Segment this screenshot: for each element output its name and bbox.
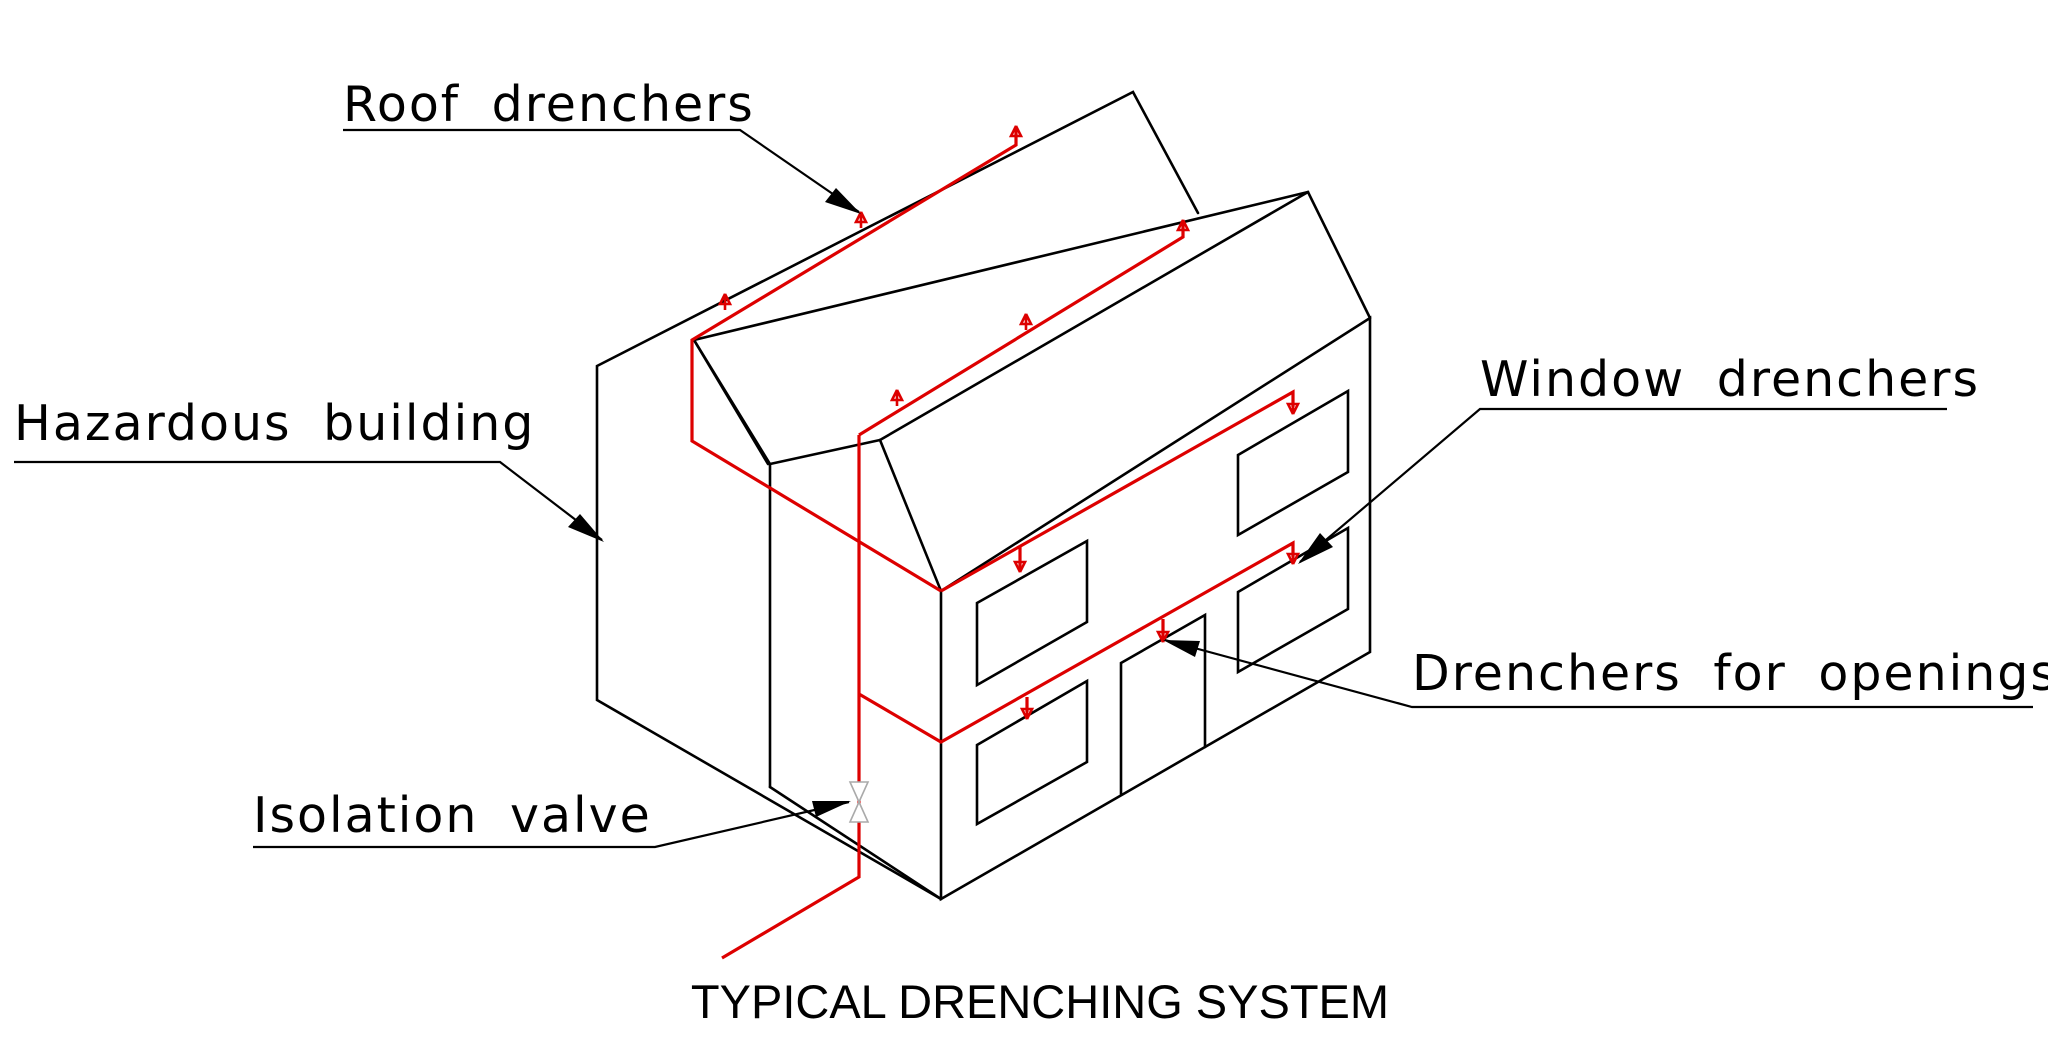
window-drenchers-label: Window drenchers: [1480, 351, 1980, 408]
roof-nozzle-6: [1175, 219, 1191, 236]
drenchers-for-openings-label: Drenchers for openings: [1412, 645, 2048, 702]
front-facade: [878, 315, 1372, 902]
diagram-title: TYPICAL DRENCHING SYSTEM: [691, 975, 1389, 1028]
isolation-valve-label: Isolation valve: [253, 787, 652, 844]
drenchers-openings-arrow: [1163, 640, 1200, 657]
roof-nozzle-2: [853, 211, 869, 228]
isolation-valve-arrow: [812, 801, 851, 817]
base-left: [768, 785, 943, 901]
window-nozzle-4: [1285, 548, 1301, 565]
door-nozzle: [1155, 626, 1171, 643]
back-ridge-line: [692, 338, 770, 466]
lower-window-branch: [858, 540, 1295, 744]
main-supply-pipe: [721, 435, 861, 960]
building-outline: [595, 90, 1372, 902]
roof-nozzle-1: [717, 293, 733, 310]
upper-window-branch: [940, 389, 1295, 593]
roof-drenchers-leader: [343, 128, 860, 213]
drenchers-openings-leader: [1164, 638, 2033, 709]
rear-roof-and-wall: [595, 90, 1200, 901]
window-nozzle-3: [1019, 703, 1035, 720]
window-drenchers-leader: [1299, 407, 1947, 563]
front-roof-main: [858, 221, 1185, 437]
window-nozzle-2: [1285, 398, 1301, 415]
callouts: [14, 128, 2033, 849]
hazardous-building-label: Hazardous building: [14, 395, 535, 452]
drencher-pipework: [690, 125, 1301, 960]
rear-roof-main: [690, 128, 1018, 593]
roof-nozzle-5: [1018, 313, 1034, 330]
roof-nozzle-3: [1008, 125, 1024, 142]
window-drenchers-arrow: [1298, 533, 1333, 564]
roof-nozzle-4: [889, 389, 905, 406]
window-lower-left: [975, 678, 1089, 827]
window-upper-left: [975, 538, 1089, 688]
window-nozzle-1: [1012, 556, 1028, 573]
isolation-valve-leader: [253, 800, 850, 849]
hazardous-building-leader: [14, 460, 603, 541]
hazardous-building-arrow: [568, 514, 604, 542]
roof-drenchers-label: Roof drenchers: [343, 76, 755, 133]
window-upper-right: [1236, 388, 1350, 538]
roof-drenchers-arrow: [825, 188, 861, 214]
front-ridge: [878, 190, 1310, 442]
isolation-valve-icon: [848, 781, 870, 823]
left-gable-eave: [768, 438, 882, 466]
